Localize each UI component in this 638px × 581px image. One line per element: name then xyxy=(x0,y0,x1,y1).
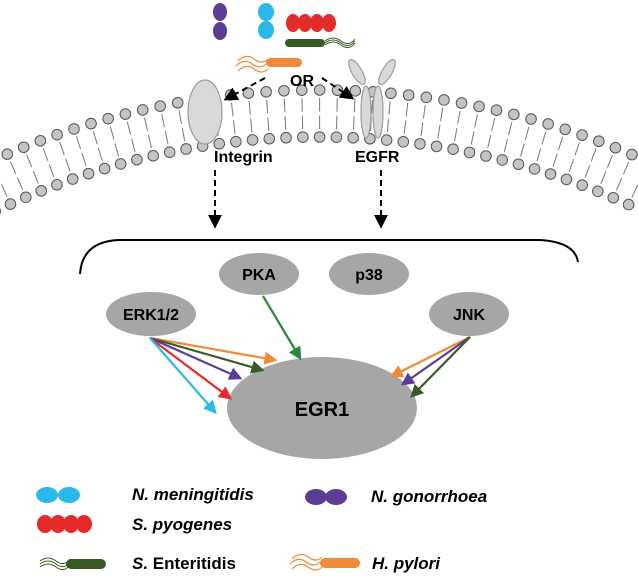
pka-label: PKA xyxy=(242,267,276,284)
n-meningitidis-top-icon xyxy=(258,3,274,39)
h-pylori-top-icon xyxy=(235,55,302,73)
pka-node: PKA xyxy=(219,253,299,295)
diplococcus-icon xyxy=(305,489,347,505)
erk-node: ERK1/2 xyxy=(106,292,196,336)
dashed-arrow-to-integrin xyxy=(223,77,266,101)
legend-label-pylori: H. pylori xyxy=(372,554,441,573)
streptococcus-chain-icon xyxy=(37,515,92,533)
legend-item-gonorrhoea: N. gonorrhoea xyxy=(305,487,487,506)
kinase-bracket xyxy=(79,239,579,275)
flagellated-rod-icon xyxy=(39,557,106,571)
jnk-node: JNK xyxy=(429,292,509,336)
egfr-receptor xyxy=(348,59,396,139)
integrin-receptor xyxy=(187,79,223,145)
pka-to-egr1-arrow xyxy=(262,295,302,361)
legend-label-gonorrhoea: N. gonorrhoea xyxy=(371,487,487,506)
signal-arrows xyxy=(149,295,471,414)
s-pyogenes-top-icon xyxy=(286,14,336,32)
dashed-arrow-to-egfr xyxy=(321,77,355,100)
erk-to-egr1-arrow-pylori xyxy=(149,336,278,365)
jnk-label: JNK xyxy=(453,307,485,324)
legend: N. meningitidis N. gonorrhoea S. pyogene… xyxy=(36,485,487,573)
integrin-label: Integrin xyxy=(214,149,273,166)
n-gonorrhoea-top-icon xyxy=(213,3,227,40)
jnk-to-egr1-arrow-gonorrhoea xyxy=(400,336,471,386)
legend-item-enteritidis: S. Enteritidis xyxy=(39,554,236,573)
or-label: OR xyxy=(290,73,314,90)
egfr-label: EGFR xyxy=(355,149,400,166)
cell-membrane-bilayer xyxy=(0,84,638,215)
legend-item-meningitidis: N. meningitidis xyxy=(36,485,254,504)
s-enteritidis-top-icon xyxy=(285,37,356,49)
legend-label-enteritidis: S. Enteritidis xyxy=(132,554,236,573)
erk-to-egr1-arrow-pyogenes xyxy=(149,337,233,400)
legend-label-meningitidis: N. meningitidis xyxy=(132,485,254,504)
flagellated-rod-icon xyxy=(289,553,360,571)
erk-label: ERK1/2 xyxy=(123,307,179,324)
erk-to-egr1-arrow-enteritidis xyxy=(149,336,265,374)
p38-node: p38 xyxy=(329,253,409,295)
legend-label-pyogenes: S. pyogenes xyxy=(132,515,232,534)
jnk-to-egr1-arrow-enteritidis xyxy=(410,336,471,398)
jnk-to-egr1-arrow-pylori xyxy=(389,336,471,378)
legend-item-pylori: H. pylori xyxy=(289,553,441,573)
diplococcus-icon xyxy=(36,487,80,503)
erk-to-egr1-arrow-meningitidis xyxy=(149,337,217,414)
egr1-node: EGR1 xyxy=(227,357,417,459)
erk-to-egr1-arrow-gonorrhoea xyxy=(149,336,243,380)
legend-item-pyogenes: S. pyogenes xyxy=(37,515,232,534)
egr1-label: EGR1 xyxy=(295,399,349,421)
p38-label: p38 xyxy=(355,267,383,284)
